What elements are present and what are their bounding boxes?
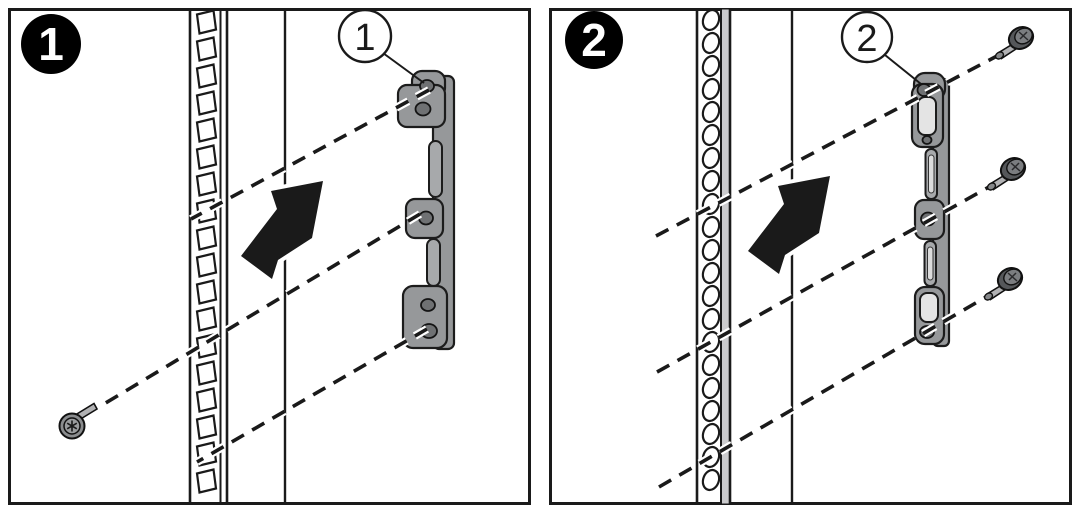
screw-icon [58, 402, 99, 440]
panel-2-border [549, 8, 1072, 505]
direction-arrow-icon [744, 172, 834, 278]
panel-step-2: 2 [549, 6, 1072, 505]
alignment-dashed-lines [96, 86, 431, 466]
adapter-bracket-icon [396, 69, 456, 351]
callout-2: 2 [840, 10, 922, 85]
alignment-dashed-lines [654, 52, 999, 491]
step-badge-2-icon: 2 [565, 11, 623, 69]
callout-1: 1 [337, 8, 425, 84]
step-badge-1-icon: 1 [21, 14, 81, 74]
step-number: 2 [581, 14, 607, 66]
callout-label: 2 [856, 18, 877, 60]
rack-rail-icon [695, 6, 732, 504]
callout-label: 1 [354, 17, 375, 59]
panel-step-1: 1 [8, 8, 531, 505]
step-number: 1 [38, 18, 64, 70]
direction-arrow-icon [237, 177, 327, 283]
rack-rail-icon [188, 9, 229, 504]
